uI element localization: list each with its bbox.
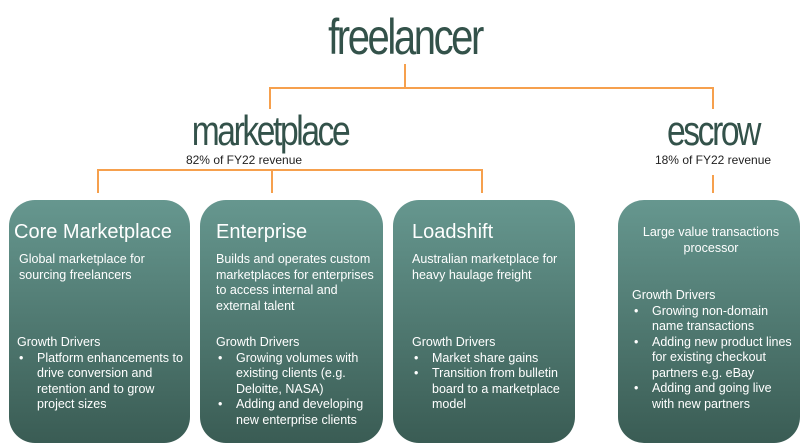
escrow-card: Large value transactions processor Growt… — [618, 200, 800, 443]
growth-drivers: Growth Drivers Growing volumes with exis… — [216, 335, 381, 428]
growth-drivers-label: Growth Drivers — [216, 335, 300, 349]
loadshift-card: Loadshift Australian marketplace for hea… — [393, 200, 575, 443]
card-description: Builds and operates custom marketplaces … — [216, 252, 374, 313]
enterprise-card: Enterprise Builds and operates custom ma… — [200, 200, 383, 443]
freelancer-logo: freelancer — [328, 9, 484, 65]
card-description: Australian marketplace for heavy haulage… — [412, 252, 558, 282]
driver-item: Market share gains — [412, 351, 571, 367]
driver-item: Adding new product lines for existing ch… — [632, 335, 796, 382]
driver-item: Platform enhancements to drive conversio… — [17, 351, 186, 413]
growth-drivers: Growth Drivers Platform enhancements to … — [17, 335, 186, 413]
growth-drivers: Growth Drivers Market share gains Transi… — [412, 335, 571, 413]
escrow-revenue-share: 18% of FY22 revenue — [654, 153, 772, 167]
driver-item: Adding and going live with new partners — [632, 381, 796, 412]
card-title: Enterprise — [216, 221, 308, 243]
driver-item: Growing volumes with existing clients (e… — [216, 351, 381, 398]
core-marketplace-card: Core Marketplace Global marketplace for … — [9, 200, 190, 443]
connector-line — [481, 169, 483, 193]
connector-line — [269, 87, 714, 89]
card-title: Loadshift — [412, 221, 494, 243]
growth-drivers-label: Growth Drivers — [632, 288, 716, 302]
card-title: Core Marketplace — [14, 221, 172, 243]
growth-drivers: Growth Drivers Growing non-domain name t… — [632, 288, 796, 412]
connector-line — [269, 87, 271, 109]
connector-line — [271, 169, 273, 193]
card-description: Global marketplace for sourcing freelanc… — [19, 252, 145, 282]
connector-line — [712, 175, 714, 193]
driver-item: Transition from bulletin board to a mark… — [412, 366, 571, 413]
card-description: Large value transactions processor — [642, 225, 780, 255]
connector-line — [97, 169, 99, 193]
connector-line — [404, 64, 406, 88]
escrow-segment-title: escrow — [666, 107, 761, 154]
marketplace-segment-title: marketplace — [191, 107, 351, 154]
driver-item: Growing non-domain name transactions — [632, 304, 796, 335]
driver-item: Adding and developing new enterprise cli… — [216, 397, 381, 428]
marketplace-revenue-share: 82% of FY22 revenue — [185, 153, 303, 167]
growth-drivers-label: Growth Drivers — [412, 335, 496, 349]
connector-line — [712, 87, 714, 109]
connector-line — [97, 169, 483, 171]
growth-drivers-label: Growth Drivers — [17, 335, 101, 349]
